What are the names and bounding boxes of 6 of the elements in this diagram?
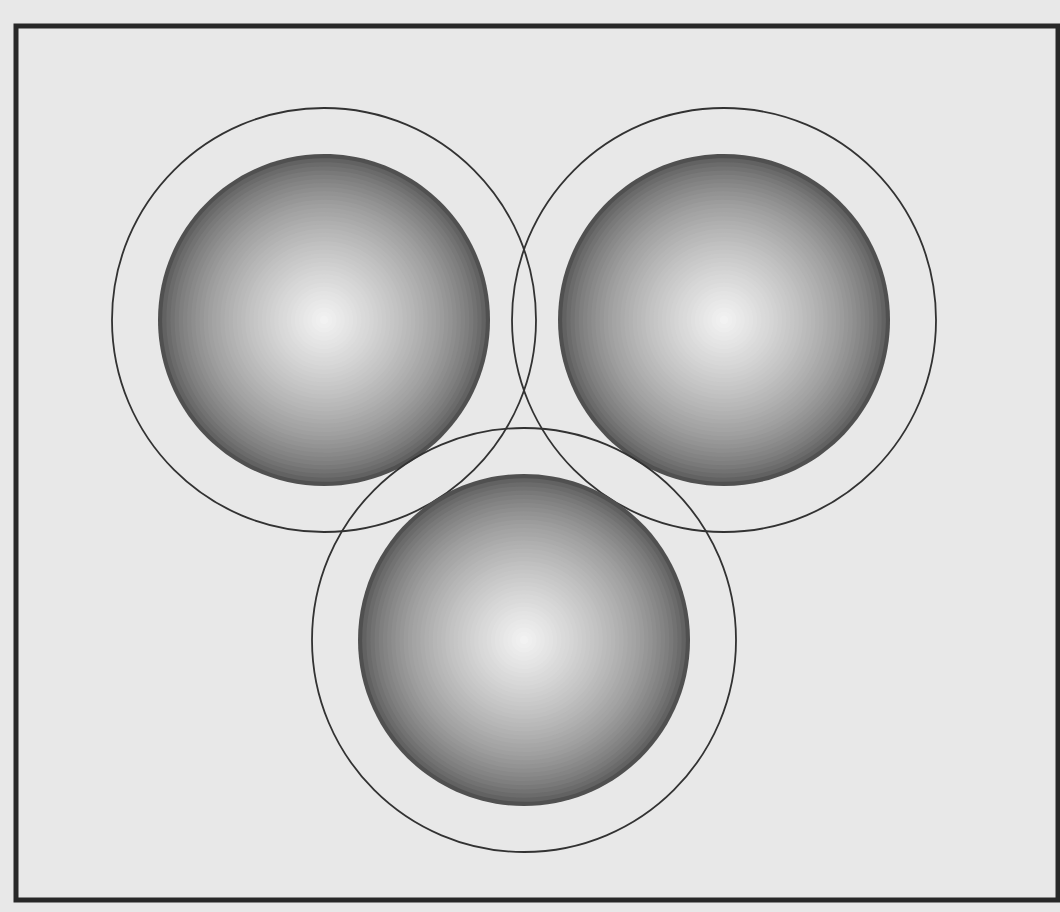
ring-circle: [111, 107, 537, 533]
ring-circle: [311, 427, 737, 853]
shaded-sphere: [558, 154, 890, 486]
ring-circle: [511, 107, 937, 533]
shaded-sphere: [358, 474, 690, 806]
shaded-sphere: [158, 154, 490, 486]
